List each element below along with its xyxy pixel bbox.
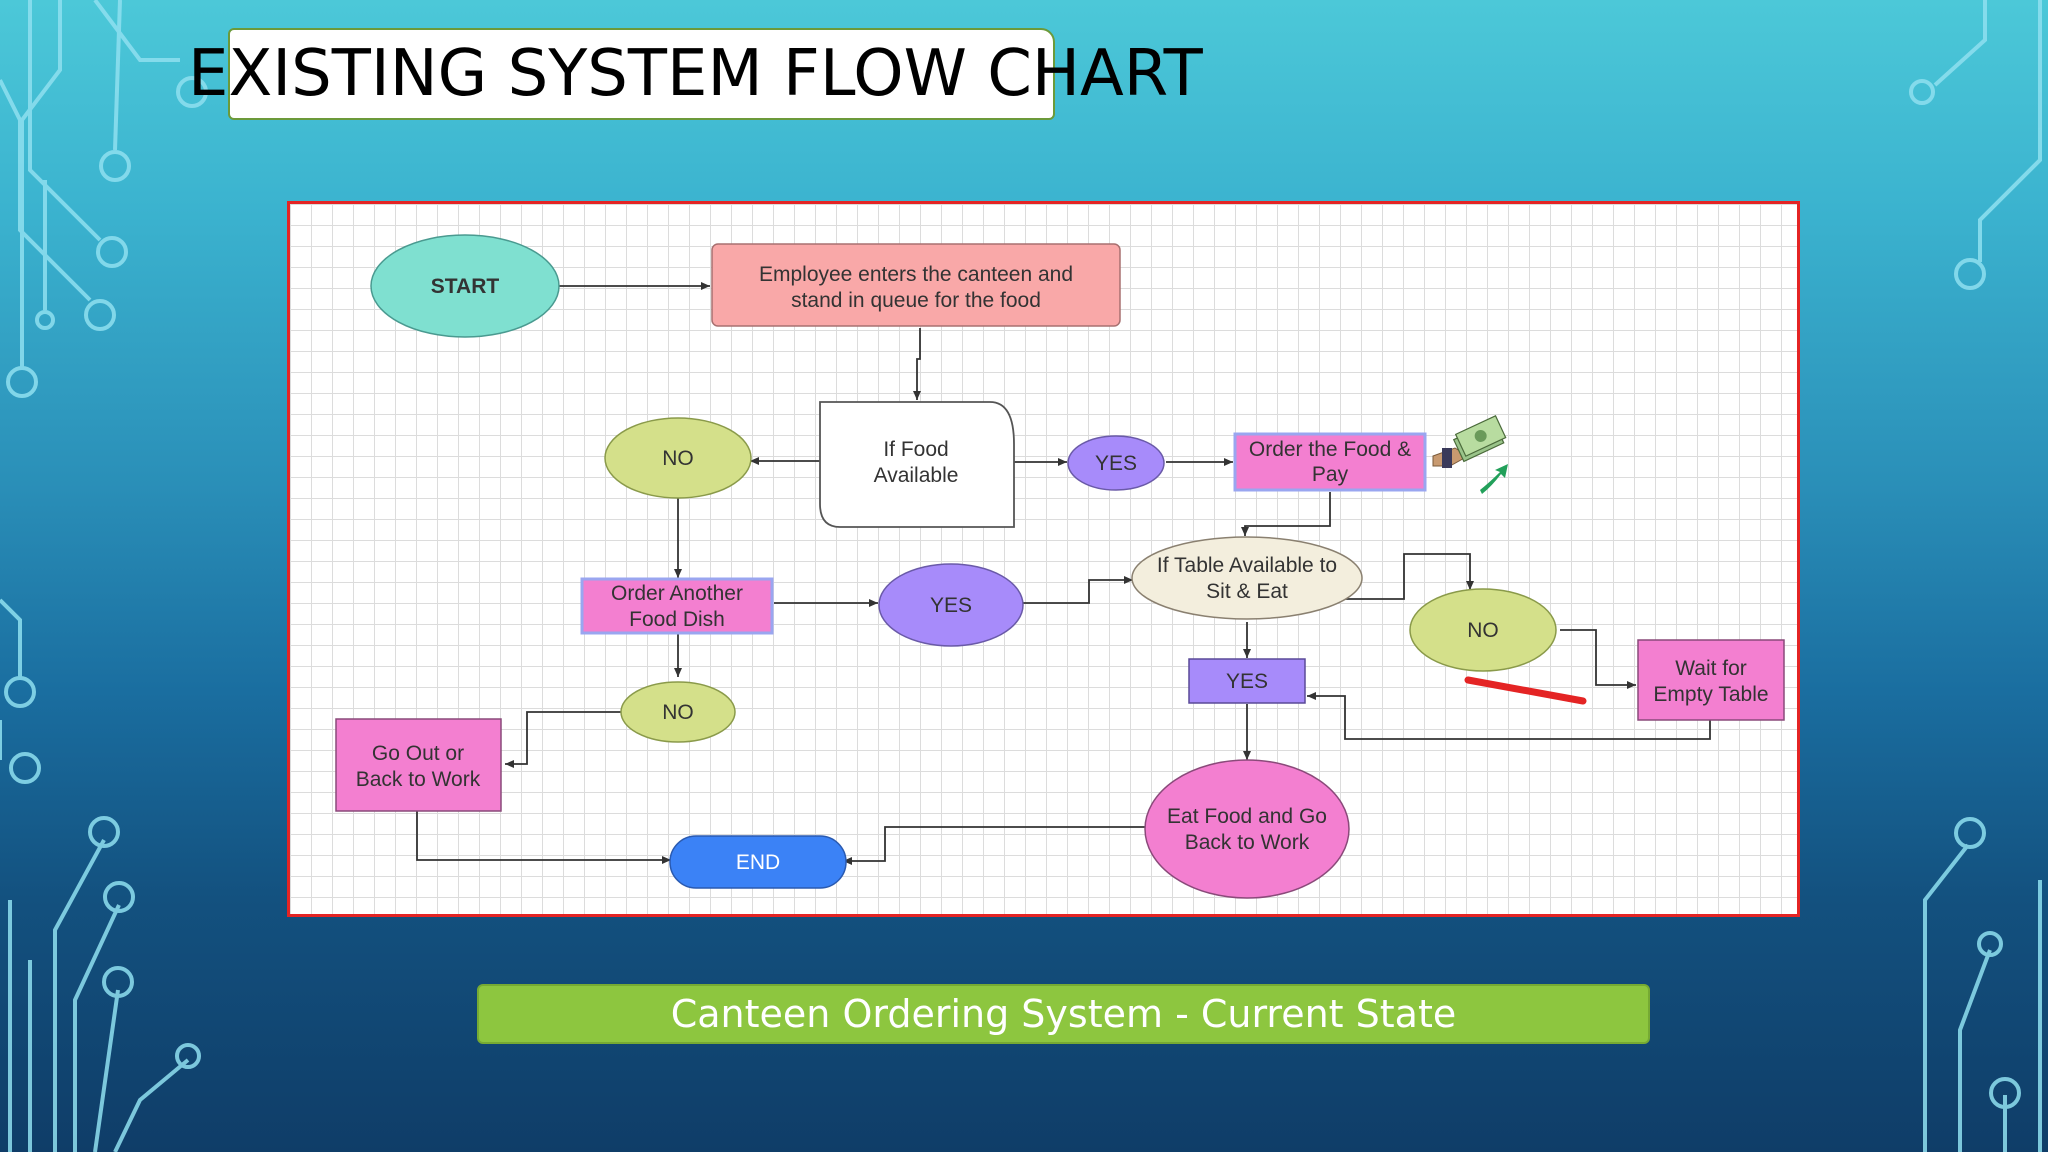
yes-food-label: YES	[1095, 452, 1137, 475]
flowchart-frame: START Employee enters the canteen and st…	[287, 201, 1800, 917]
food-available-decision: If Food Available	[819, 401, 1015, 528]
eat-food-line-1: Eat Food and Go	[1167, 805, 1327, 828]
wait-table-line-1: Wait for	[1675, 657, 1747, 680]
table-available-line-1: If Table Available to	[1157, 554, 1337, 577]
edge-no-to-goout	[505, 711, 621, 768]
no-another-label: NO	[662, 701, 694, 724]
go-out-node: Go Out or Back to Work	[335, 718, 502, 812]
no-food-node: NO	[604, 417, 752, 499]
order-another-line-2: Food Dish	[629, 608, 725, 631]
caption-text: Canteen Ordering System - Current State	[670, 992, 1457, 1036]
edge-eat-to-end	[843, 826, 1146, 865]
no-table-node: NO	[1409, 588, 1557, 672]
table-available-line-2: Sit & Eat	[1206, 580, 1288, 603]
edge-table-to-no	[1344, 553, 1474, 600]
edge-enter-to-decision	[913, 328, 921, 400]
employee-enters-node: Employee enters the canteen and stand in…	[711, 243, 1121, 327]
start-node: START	[370, 234, 560, 338]
slide-title: EXISTING SYSTEM FLOW CHART	[188, 37, 1203, 111]
yes-table-label: YES	[1226, 670, 1268, 693]
edge-goout-to-end	[416, 806, 671, 864]
order-pay-line-2: Pay	[1312, 463, 1349, 486]
no-food-label: NO	[662, 447, 694, 470]
wait-table-line-2: Empty Table	[1653, 683, 1768, 706]
start-label: START	[431, 275, 500, 298]
caption-banner: Canteen Ordering System - Current State	[477, 984, 1650, 1044]
employee-enters-line-1: Employee enters the canteen and	[759, 263, 1073, 286]
edge-yes-to-table	[1022, 576, 1133, 604]
order-another-node: Order Another Food Dish	[580, 577, 774, 635]
no-another-node: NO	[620, 681, 736, 743]
end-label: END	[736, 851, 780, 874]
eat-food-node: Eat Food and Go Back to Work	[1144, 759, 1350, 899]
eat-food-line-2: Back to Work	[1185, 831, 1310, 854]
go-out-line-1: Go Out or	[372, 742, 464, 765]
table-available-decision: If Table Available to Sit & Eat	[1131, 536, 1363, 620]
employee-enters-line-2: stand in queue for the food	[791, 289, 1041, 312]
yes-food-node: YES	[1067, 435, 1165, 491]
food-available-line-1: If Food	[883, 438, 948, 461]
end-node: END	[669, 835, 847, 889]
yes-another-node: YES	[878, 563, 1024, 647]
connectors	[416, 282, 1711, 865]
title-banner	[228, 28, 1055, 120]
yes-table-node: YES	[1188, 658, 1306, 704]
go-out-line-2: Back to Work	[356, 768, 481, 791]
edge-order-to-table	[1241, 492, 1331, 536]
order-pay-node: Order the Food & Pay	[1233, 432, 1427, 492]
yes-another-label: YES	[930, 594, 972, 617]
edge-no-to-wait	[1560, 629, 1636, 689]
flowchart-diagram: START Employee enters the canteen and st…	[335, 234, 1785, 899]
order-pay-line-1: Order the Food &	[1249, 438, 1411, 461]
no-table-label: NO	[1467, 619, 1499, 642]
edge-wait-to-yes	[1307, 692, 1711, 740]
wait-table-node: Wait for Empty Table	[1637, 639, 1785, 721]
order-another-line-1: Order Another	[611, 582, 743, 605]
red-underline-mark	[1464, 676, 1587, 705]
food-available-line-2: Available	[874, 464, 959, 487]
hand-money-icon	[1432, 414, 1508, 494]
